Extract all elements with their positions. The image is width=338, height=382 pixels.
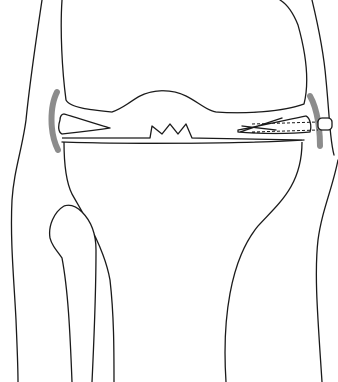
tibia-outline xyxy=(62,124,302,382)
leg-outline-left xyxy=(11,0,42,382)
femur-outline xyxy=(61,0,306,113)
tibial-plateau-line xyxy=(62,140,304,143)
leg-outline-right xyxy=(312,0,334,155)
meniscus-lateral xyxy=(59,114,110,134)
fibula-outline xyxy=(50,205,96,382)
calf-outline-right xyxy=(316,160,338,382)
capsule-lateral xyxy=(52,92,59,150)
